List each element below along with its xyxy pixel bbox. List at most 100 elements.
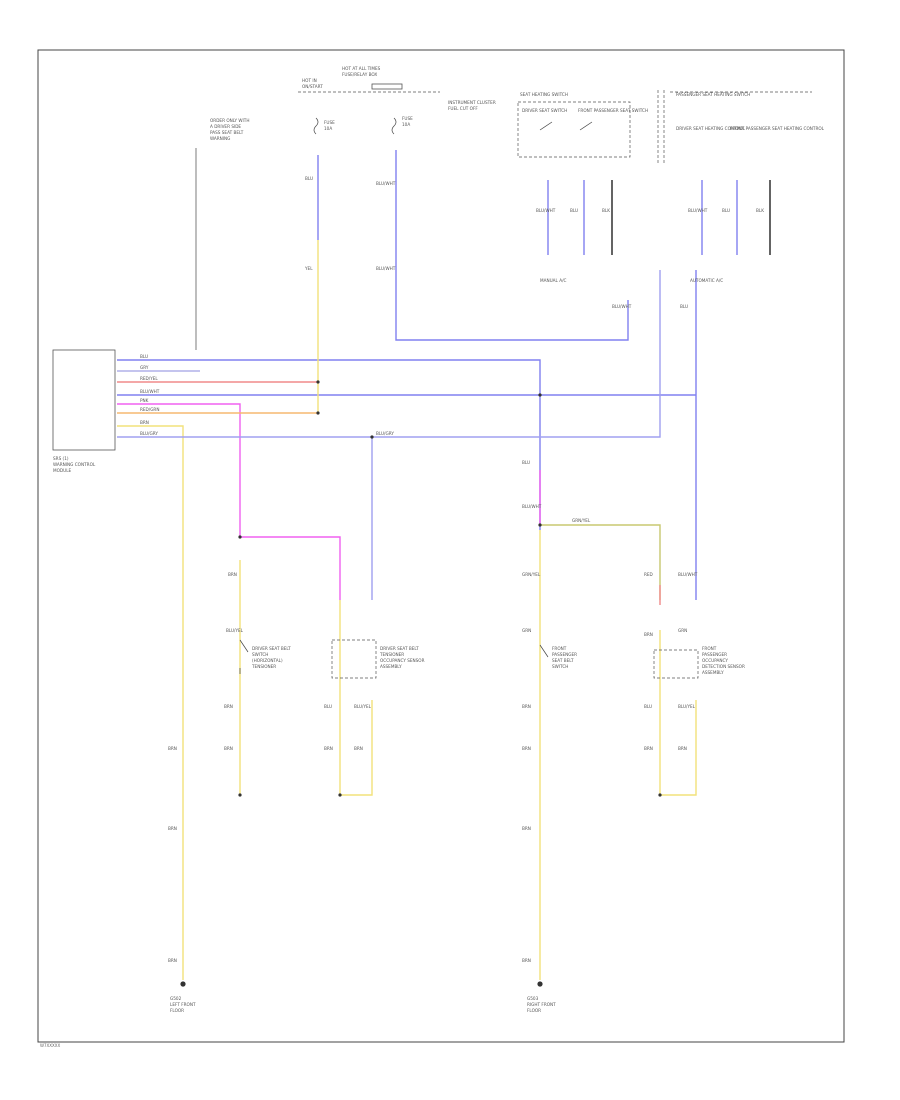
svg-text:BLU/WHT: BLU/WHT [536,208,556,213]
wire-blu-gry [117,270,661,438]
svg-text:FUSE: FUSE [402,116,413,121]
svg-text:PASS SEAT BELT: PASS SEAT BELT [210,130,244,135]
svg-text:BRN: BRN [168,746,177,751]
fuse-box: HOT AT ALL TIMES FUSE/RELAY BOX HOT IN O… [298,66,496,135]
svg-text:BLU/GRY: BLU/GRY [140,431,158,436]
svg-text:BRN: BRN [644,632,653,637]
wires [117,150,771,980]
left-brown-labels: BRN BRN BRN BRN [168,746,531,963]
svg-text:RED/YEL: RED/YEL [140,376,158,381]
svg-text:BLU: BLU [722,208,730,213]
svg-text:TENSIONER: TENSIONER [251,664,276,669]
svg-text:BRN: BRN [644,746,653,751]
svg-text:PASSENGER: PASSENGER [552,652,577,657]
manual-ac-panel: SEAT HEATING SWITCH DRIVER SEAT SWITCH F… [517,92,648,283]
svg-text:FRONT: FRONT [702,646,717,651]
svg-text:FUSE/RELAY BOX: FUSE/RELAY BOX [342,72,377,77]
svg-text:BRN: BRN [168,958,177,963]
svg-text:AUTOMATIC A/C: AUTOMATIC A/C [690,278,723,283]
svg-text:FLOOR: FLOOR [170,1008,184,1013]
svg-text:BLU/WHT: BLU/WHT [376,266,396,271]
svg-text:DRIVER SEAT HEATING CONTROL: DRIVER SEAT HEATING CONTROL [676,126,746,131]
wire-pass-olive [540,524,661,600]
svg-text:PASSENGER: PASSENGER [702,652,727,657]
svg-text:OCCUPANCY: OCCUPANCY [702,658,728,663]
svg-text:INSTRUMENT CLUSTER: INSTRUMENT CLUSTER [448,100,496,105]
svg-text:(HORIZONTAL): (HORIZONTAL) [252,658,283,663]
svg-text:BRN: BRN [168,826,177,831]
svg-text:BRN: BRN [224,704,233,709]
svg-text:BLU: BLU [680,304,688,309]
svg-text:ASSEMBLY: ASSEMBLY [702,670,724,675]
svg-text:DRIVER SEAT BELT: DRIVER SEAT BELT [252,646,291,651]
svg-text:FUEL CUT OFF: FUEL CUT OFF [448,106,478,111]
svg-text:BLU: BLU [324,704,332,709]
svg-text:BLU/WHT: BLU/WHT [688,208,708,213]
svg-text:BLK: BLK [602,208,610,213]
svg-text:GRY: GRY [140,365,149,370]
passenger-occupancy-sensor: RED BLU/WHT BRN GRN FRONT PASSENGER OCCU… [644,572,745,797]
svg-text:GRN: GRN [678,628,687,633]
svg-text:A DRIVER SIDE: A DRIVER SIDE [210,124,241,129]
control-module: SRS (1) WARNING CONTROL MODULE [52,349,116,473]
wire-pnk-h [240,536,341,600]
wire-blu-main [117,359,541,530]
svg-text:SEAT HEATING SWITCH: SEAT HEATING SWITCH [520,92,568,97]
svg-text:BLU/YEL: BLU/YEL [354,704,372,709]
svg-text:G503: G503 [527,996,539,1001]
svg-text:OCCUPANCY SENSOR: OCCUPANCY SENSOR [380,658,425,663]
control-module-label-1: SRS (1) [53,456,69,461]
svg-text:BLU/WHT: BLU/WHT [612,304,632,309]
module-wire-labels: BLU GRY RED/YEL BLU/WHT PNK RED/GRN BRN … [140,354,591,523]
svg-text:BLU: BLU [305,176,313,181]
svg-text:BRN: BRN [224,746,233,751]
svg-text:YEL: YEL [304,266,313,271]
wire-blu-fuse2 [395,150,629,341]
svg-text:HOT IN: HOT IN [302,78,317,83]
svg-text:BRN: BRN [140,420,149,425]
passenger-buckle-switch: BLU BLU/WHT GRN/YEL GRN FRONT PASSENGER … [522,460,577,831]
svg-text:DRIVER SEAT SWITCH: DRIVER SEAT SWITCH [522,108,567,113]
svg-text:SWITCH: SWITCH [252,652,268,657]
svg-text:LEFT FRONT: LEFT FRONT [170,1002,196,1007]
top-wire-labels: BLU YEL BLU/WHT BLU/WHT BLU/WHT BLU BLK … [304,176,764,309]
svg-text:RED/GRN: RED/GRN [140,407,159,412]
svg-text:BLU/WHT: BLU/WHT [376,181,396,186]
svg-text:ON/START: ON/START [302,84,323,89]
wire-drv-2 [339,600,373,796]
svg-text:BLU/WHT: BLU/WHT [522,504,542,509]
ground-right: G503 RIGHT FRONT FLOOR [527,981,556,1013]
svg-text:FRONT: FRONT [552,646,567,651]
svg-text:BLU/YEL: BLU/YEL [678,704,696,709]
svg-text:ASSEMBLY: ASSEMBLY [380,664,402,669]
svg-text:SWITCH: SWITCH [552,664,568,669]
svg-text:MANUAL A/C: MANUAL A/C [540,278,566,283]
svg-text:BRN: BRN [228,572,237,577]
automatic-ac-panel: PASSENGER SEAT HEATING SWITCH DRIVER SEA… [657,90,825,283]
diagram-frame [37,49,845,1043]
svg-text:BRN: BRN [678,746,687,751]
svg-text:RIGHT FRONT: RIGHT FRONT [527,1002,556,1007]
ground-left: G502 LEFT FRONT FLOOR [170,981,196,1013]
svg-text:DETECTION SENSOR: DETECTION SENSOR [702,664,745,669]
svg-text:GRN/YEL: GRN/YEL [572,518,591,523]
svg-text:GRN: GRN [522,628,531,633]
svg-text:BRN: BRN [522,958,531,963]
control-module-label-2: WARNING CONTROL [53,462,96,467]
svg-text:10A: 10A [402,122,410,127]
svg-text:FLOOR: FLOOR [527,1008,541,1013]
svg-text:BLK: BLK [756,208,764,213]
svg-text:BRN: BRN [354,746,363,751]
svg-text:FRONT PASSENGER SEAT SWITCH: FRONT PASSENGER SEAT SWITCH [578,108,648,113]
svg-text:RED: RED [644,572,653,577]
wire-brn [117,425,184,980]
svg-text:BLU: BLU [522,460,530,465]
svg-text:ORDER ONLY WITH: ORDER ONLY WITH [210,118,250,123]
svg-text:BLU/GRY: BLU/GRY [376,431,394,436]
wire-pnk [117,403,241,537]
driver-occupancy-sensor: DRIVER SEAT BELT TENSIONER OCCUPANCY SEN… [324,639,425,797]
svg-text:BLU/WHT: BLU/WHT [678,572,698,577]
wire-pass-2 [659,630,697,796]
svg-text:BRN: BRN [324,746,333,751]
